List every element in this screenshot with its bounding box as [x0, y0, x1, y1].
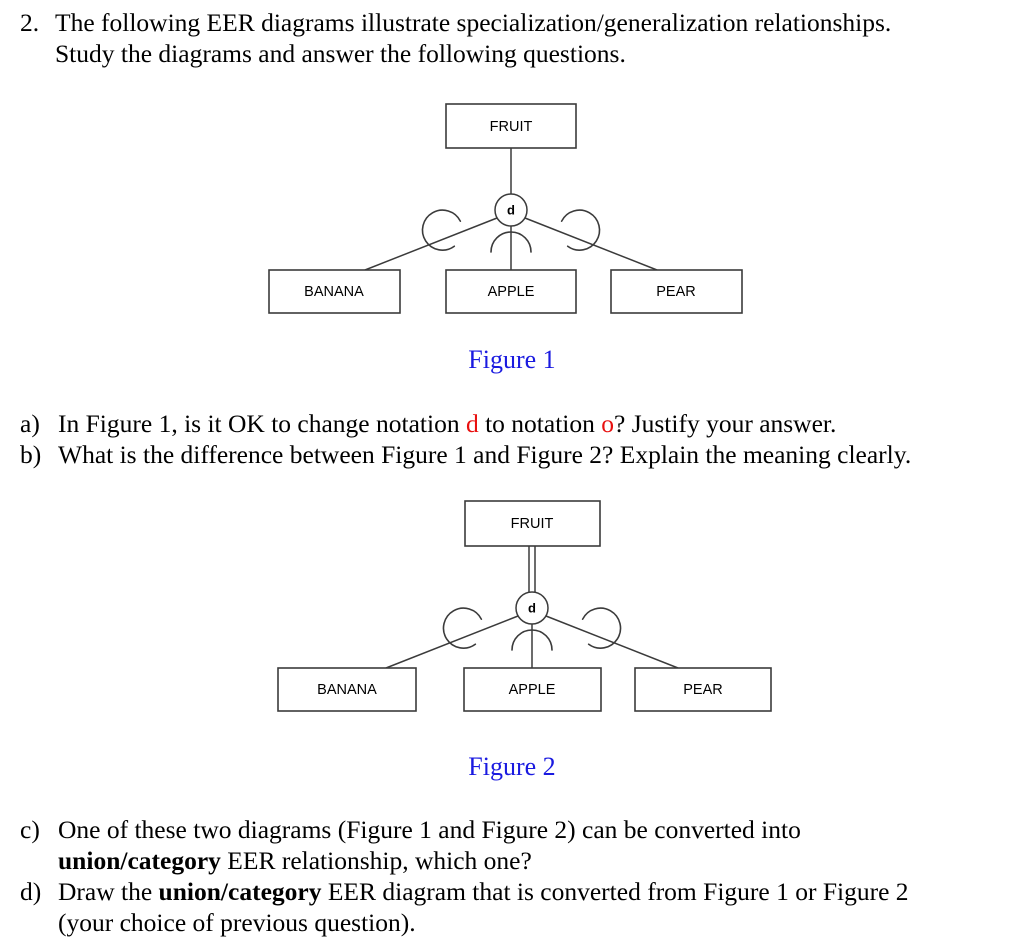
eer-diagram-figure-2: FRUIT d BANANA APPLE PEAR [270, 495, 790, 720]
sub-question-a-text-1: In Figure 1, is it OK to change notation [58, 409, 466, 438]
entity-label-banana: BANANA [317, 682, 377, 698]
sub-question-a-text-3: ? Justify your answer. [614, 409, 837, 438]
entity-box-pear [634, 667, 772, 712]
link-to-banana [385, 615, 519, 669]
subset-arc-banana [421, 209, 462, 251]
entity-box-banana [268, 269, 401, 314]
sub-question-c-line-2: union/category EER relationship, which o… [58, 845, 1010, 876]
question-marker: 2. [20, 8, 40, 37]
sub-question-d-line-1-post: EER diagram that is converted from Figur… [321, 877, 909, 906]
sub-question-c-marker: c) [20, 815, 40, 844]
link-to-banana [364, 217, 498, 271]
entity-box-fruit [445, 103, 577, 149]
eer-diagram-figure-1: FRUIT d BANANA APPLE PEAR [255, 98, 775, 323]
entity-box-banana [277, 667, 417, 712]
sub-question-d-line-1-pre: Draw the [58, 877, 159, 906]
specialization-symbol-d: d [507, 202, 515, 217]
entity-label-banana: BANANA [304, 284, 364, 300]
entity-label-apple: APPLE [488, 284, 535, 300]
specialization-symbol-d: d [528, 600, 536, 615]
link-to-pear [524, 217, 658, 271]
figure-2-caption: Figure 2 [468, 752, 556, 781]
link-to-pear [545, 615, 679, 669]
sub-question-c-body: One of these two diagrams (Figure 1 and … [58, 814, 1010, 876]
sub-question-b-body: What is the difference between Figure 1 … [58, 440, 912, 469]
sub-question-d-body: Draw the union/category EER diagram that… [58, 876, 1010, 938]
sub-question-a-marker: a) [20, 409, 40, 438]
entity-label-pear: PEAR [656, 284, 696, 300]
sub-question-b: b) What is the difference between Figure… [20, 439, 1010, 470]
notation-o-red: o [601, 409, 614, 438]
sub-question-c-line-2-rest: EER relationship, which one? [220, 846, 532, 875]
sub-question-d: d) Draw the union/category EER diagram t… [20, 876, 1010, 938]
union-category-term-d: union/category [158, 877, 322, 906]
sub-question-c: c) One of these two diagrams (Figure 1 a… [20, 814, 1010, 876]
subset-arc-pear [560, 209, 601, 251]
entity-box-pear [610, 269, 743, 314]
figure-1-caption: Figure 1 [468, 345, 556, 374]
sub-question-d-line-2: (your choice of previous question). [58, 908, 416, 937]
subset-arc-pear [581, 607, 622, 649]
sub-question-d-line-1: Draw the union/category EER diagram that… [58, 876, 1010, 907]
question-body: The following EER diagrams illustrate sp… [55, 7, 1010, 69]
main-question-block: 2. The following EER diagrams illustrate… [20, 7, 1010, 69]
entity-box-apple [463, 667, 602, 712]
entity-label-fruit: FRUIT [490, 119, 533, 135]
sub-question-b-marker: b) [20, 440, 42, 469]
union-category-term-c: union/category [58, 846, 221, 875]
subset-arc-apple [490, 231, 532, 253]
question-item-2: 2. The following EER diagrams illustrate… [20, 7, 1010, 69]
sub-questions-ab-block: a) In Figure 1, is it OK to change notat… [20, 408, 1010, 470]
subset-arc-apple [511, 629, 553, 651]
sub-question-d-marker: d) [20, 877, 42, 906]
question-line-1: The following EER diagrams illustrate sp… [55, 8, 892, 37]
entity-label-fruit: FRUIT [511, 516, 554, 532]
sub-question-a-body: In Figure 1, is it OK to change notation… [58, 408, 1010, 439]
entity-box-apple [445, 269, 577, 314]
subset-arc-banana [442, 607, 483, 649]
sub-questions-cd-block: c) One of these two diagrams (Figure 1 a… [20, 814, 1010, 938]
sub-question-a-text-2: to notation [478, 409, 602, 438]
entity-label-apple: APPLE [509, 682, 556, 698]
sub-question-a: a) In Figure 1, is it OK to change notat… [20, 408, 1010, 439]
notation-d-red: d [465, 409, 479, 438]
sub-question-c-line-1: One of these two diagrams (Figure 1 and … [58, 815, 801, 844]
entity-label-pear: PEAR [683, 682, 723, 698]
question-line-2: Study the diagrams and answer the follow… [55, 39, 626, 68]
entity-box-fruit [464, 500, 601, 547]
